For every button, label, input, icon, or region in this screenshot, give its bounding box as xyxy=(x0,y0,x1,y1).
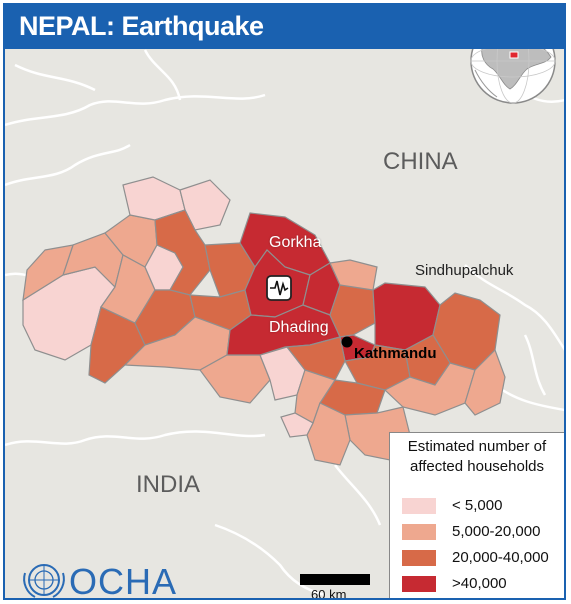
legend-label: 5,000-20,000 xyxy=(452,523,541,540)
boundary-line xyxy=(464,264,564,351)
map-frame: NEPAL: Earthquake CHINA INDIA Gorkha Dha… xyxy=(3,3,566,600)
legend: Estimated number of affected households … xyxy=(389,432,564,598)
legend-swatch xyxy=(402,524,436,540)
boundary-line xyxy=(523,334,547,396)
kathmandu-marker xyxy=(341,336,353,348)
label-india: INDIA xyxy=(136,471,201,498)
boundary-line xyxy=(334,464,382,526)
un-emblem-icon xyxy=(23,564,65,598)
boundary-line xyxy=(214,523,326,597)
boundary-line xyxy=(5,93,266,127)
seismograph-icon xyxy=(266,275,292,301)
boundary-line xyxy=(14,63,96,92)
district xyxy=(280,412,314,438)
district xyxy=(329,259,378,291)
district xyxy=(306,402,351,466)
title-bar: NEPAL: Earthquake xyxy=(5,5,564,49)
legend-swatch xyxy=(402,576,436,592)
legend-swatch xyxy=(402,550,436,566)
districts xyxy=(22,176,506,466)
legend-title-line1: Estimated number of xyxy=(407,438,547,455)
legend-label: < 5,000 xyxy=(452,497,503,514)
ocha-logo-text: OCHA xyxy=(69,561,178,600)
map-title: NEPAL: Earthquake xyxy=(19,11,264,41)
boundary-line xyxy=(143,49,182,101)
label-gorkha: Gorkha xyxy=(269,234,322,251)
legend-title: Estimated number of affected households xyxy=(390,437,564,477)
nepal-map xyxy=(5,5,564,598)
label-china: CHINA xyxy=(383,148,458,175)
boundary-line xyxy=(5,143,131,187)
scale-bar xyxy=(300,574,370,585)
label-kathmandu: Kathmandu xyxy=(354,345,437,362)
legend-title-line2: affected households xyxy=(410,458,544,475)
label-dhading: Dhading xyxy=(269,319,329,336)
label-sindhupalchuk: Sindhupalchuk xyxy=(415,262,514,279)
district xyxy=(464,348,506,416)
legend-label: >40,000 xyxy=(452,575,507,592)
scale-label: 60 km xyxy=(311,587,347,600)
district xyxy=(22,244,74,302)
legend-swatch xyxy=(402,498,436,514)
boundary-line xyxy=(5,430,266,447)
legend-label: 20,000-40,000 xyxy=(452,549,549,566)
